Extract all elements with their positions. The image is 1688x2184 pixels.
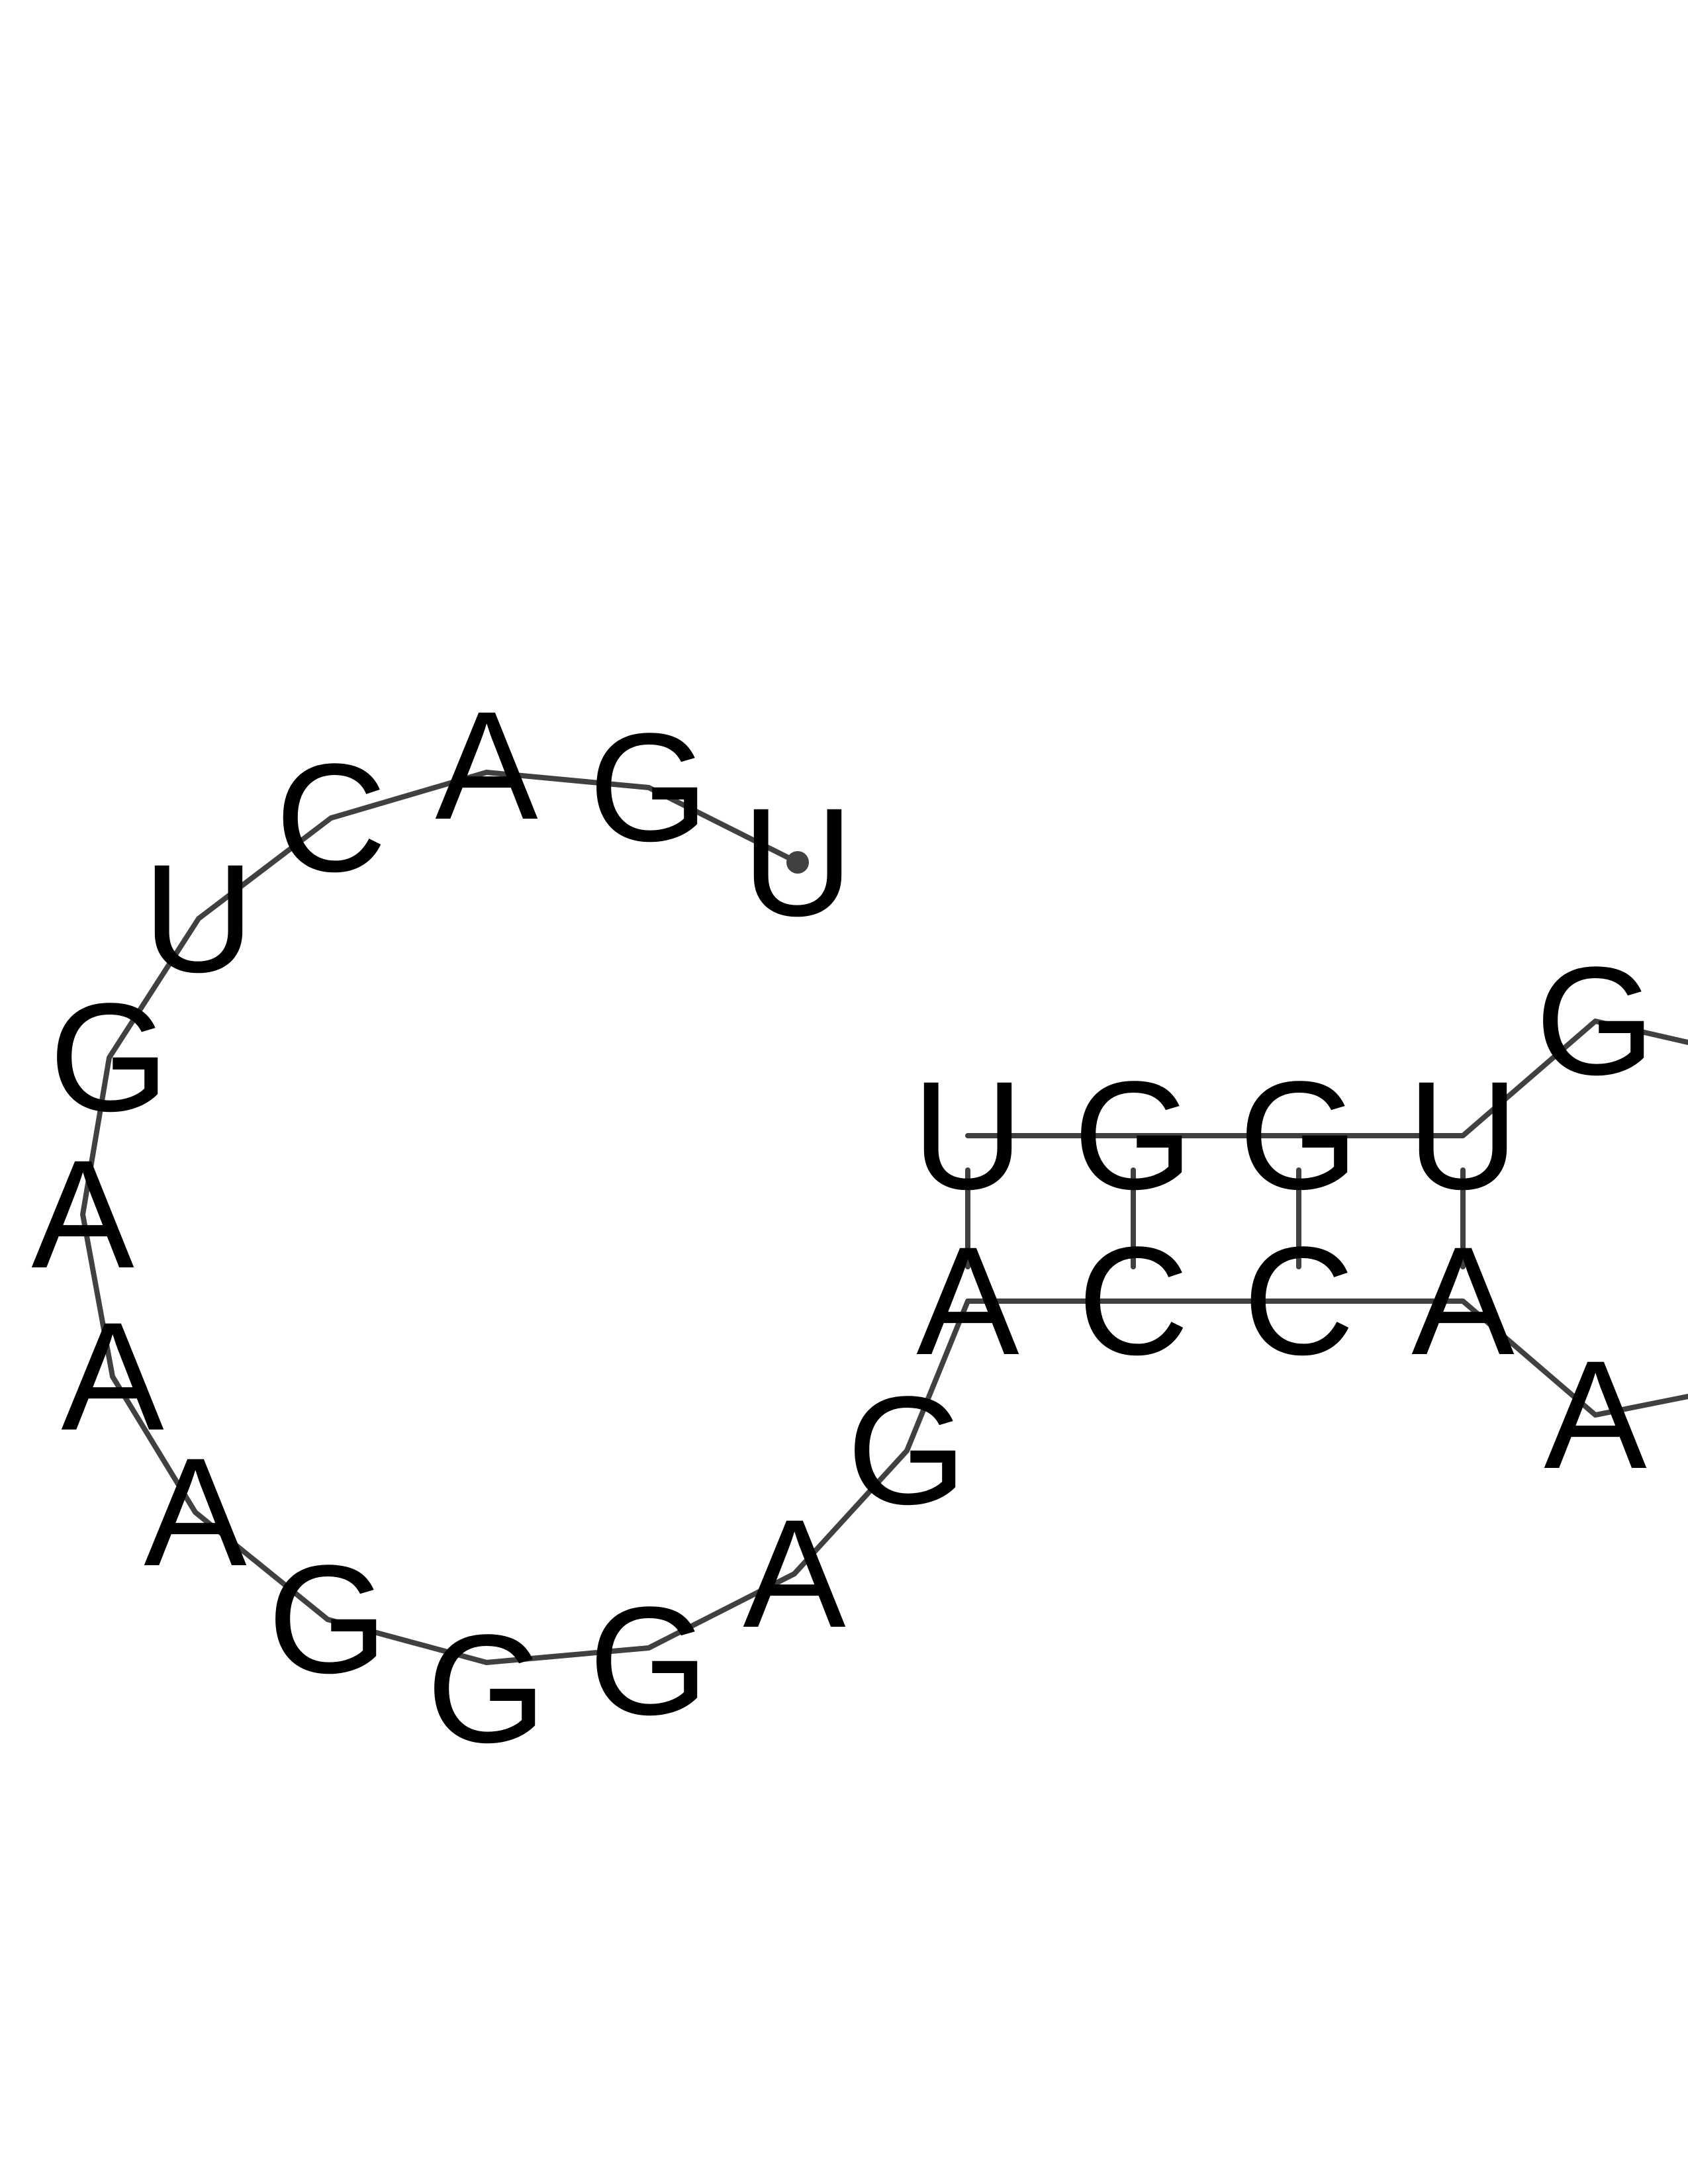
nucleotide-loop-8: A [61, 1291, 164, 1463]
nucleotide-stem-bottom-2: C [1078, 1215, 1189, 1387]
nucleotide-stem-bottom-4: A [1411, 1215, 1514, 1387]
nucleotide-loop-14: G [847, 1365, 966, 1537]
backbone-strand-loop [80, 770, 1688, 1665]
nucleotide-loop-7: A [31, 1128, 134, 1300]
nucleotide-loop-13: A [743, 1488, 845, 1660]
nucleotide-stem-top-1: U [912, 1050, 1023, 1222]
nucleotide-loop-11: G [426, 1603, 546, 1775]
nucleotide-right-bottom: A [1544, 1329, 1646, 1501]
nucleotide-stem-top-3: G [1239, 1050, 1358, 1222]
nucleotide-loop-5: U [143, 833, 254, 1005]
backbone-layer [80, 770, 1688, 1665]
nucleotide-right-top: G [1535, 935, 1655, 1107]
strand-end-marker [786, 851, 809, 874]
nucleotide-stem-bottom-3: C [1243, 1215, 1354, 1387]
nucleotide-loop-2: G [588, 702, 708, 874]
base-pair-layer [965, 1167, 1466, 1269]
nucleotide-loop-4: C [275, 732, 387, 904]
nucleotide-stem-bottom-1: A [916, 1215, 1019, 1387]
backbone-strand-top [965, 1019, 1688, 1138]
nucleotide-loop-9: A [144, 1426, 246, 1598]
nucleotide-loop-12: G [588, 1575, 708, 1747]
nucleotide-stem-top-4: U [1407, 1050, 1519, 1222]
nucleotide-loop-10: G [267, 1533, 387, 1706]
nucleotide-stem-top-2: G [1073, 1050, 1193, 1222]
nucleotide-loop-6: G [49, 972, 169, 1144]
nucleotide-loop-1: U [742, 776, 853, 948]
nucleotide-loop-3: A [435, 680, 538, 852]
